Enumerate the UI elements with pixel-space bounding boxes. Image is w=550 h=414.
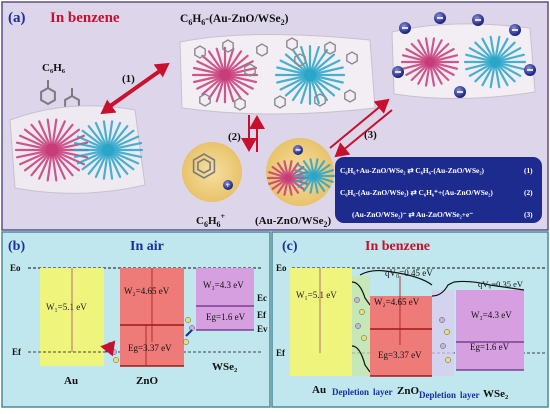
reaction-arrow-2: (2) — [228, 115, 265, 152]
benzene-label: C₆H₆ — [42, 62, 66, 74]
wse2-work-function-c: W₃=4.3 eV — [471, 310, 512, 320]
adsorbed-complex-label: C6H6-(Au-ZnO/WSe2) — [180, 13, 289, 27]
panel-b-label: (b) — [8, 239, 25, 254]
wse2-band-block — [196, 268, 254, 330]
au-label-c: Au — [312, 384, 326, 396]
depletion-layer-2-word2: layer — [460, 390, 480, 400]
step-1-label: (1) — [122, 73, 135, 85]
nanostructure-right — [391, 12, 536, 100]
barrier-height-1: qV₀=0.45 eV — [385, 268, 433, 278]
panel-a-label: (a) — [8, 10, 26, 26]
composite-particle — [266, 138, 336, 206]
zno-flower-left — [72, 120, 144, 180]
panel-b-title: In air — [130, 239, 164, 254]
fermi-level-label-c: Ef — [276, 348, 286, 358]
equation-1-number: (1) — [524, 166, 533, 175]
panel-a-title: In benzene — [50, 10, 120, 26]
reaction-arrow-3: (3) — [329, 98, 393, 158]
nanostructure-center — [179, 33, 376, 115]
cation-label: C6H6+ — [196, 212, 226, 229]
vacuum-level-label-c: Eo — [276, 263, 287, 273]
wse2-flower-left — [14, 118, 90, 182]
valence-band-label: Ev — [257, 324, 268, 334]
step-3-label: (3) — [364, 129, 377, 141]
equations-box: C₆H₆+Au-ZnO/WSe₂ ⇄ C₆H₆-(Au-ZnO/WSe₂) (1… — [335, 157, 542, 223]
au-work-function: W₁=5.1 eV — [46, 302, 87, 312]
panel-c-title: In benzene — [365, 239, 430, 254]
fermi-level-label: Ef — [12, 347, 22, 357]
wse2-fermi-label: Ef — [257, 310, 267, 320]
zno-band-block-c — [370, 296, 432, 376]
wse2-band-gap-c: Eg=1.6 eV — [470, 342, 510, 352]
panel-c-label: (c) — [282, 239, 298, 254]
equation-2: C₆H₆-(Au-ZnO/WSe₂) ⇄ C₆H₆⁺+(Au-ZnO/WSe₂) — [340, 188, 493, 197]
au-label: Au — [64, 375, 78, 387]
step-2-label: (2) — [228, 131, 241, 143]
au-band-block-c — [290, 268, 352, 376]
charge-carriers-c — [354, 297, 451, 363]
depletion-layer-1-word1: Depletion — [332, 387, 369, 397]
equation-3: (Au-ZnO/WSe₂)⁻ ⇄ Au-ZnO/WSe₂+e⁻ — [352, 210, 473, 219]
conduction-band-label: Ec — [257, 293, 267, 303]
equation-3-number: (3) — [524, 210, 533, 219]
equation-1: C₆H₆+Au-ZnO/WSe₂ ⇄ C₆H₆-(Au-ZnO/WSe₂) — [340, 166, 485, 175]
nanostructure-left — [9, 105, 146, 194]
wse2-label: WSe₂ — [212, 361, 238, 373]
reaction-arrow-1: (1) — [100, 62, 170, 115]
zno-band-gap-c: Eg=3.37 eV — [378, 350, 422, 360]
wse2-label-c: WSe₂ — [483, 388, 509, 400]
zno-work-function: W₂=4.65 eV — [124, 286, 170, 296]
au-work-function-c: W₁=5.1 eV — [296, 290, 337, 300]
depletion-layer-1-word2: layer — [373, 387, 393, 397]
composite-label: (Au-ZnO/WSe2) — [255, 215, 331, 229]
zno-label: ZnO — [136, 375, 158, 387]
vacuum-level-label: Eo — [10, 263, 21, 273]
zno-band-gap: Eg=3.37 eV — [128, 343, 172, 353]
depletion-layer-2-word1: Depletion — [419, 390, 456, 400]
wse2-band-block-c — [456, 290, 524, 370]
wse2-band-gap: Eg=1.6 eV — [206, 312, 246, 322]
equation-2-number: (2) — [524, 188, 533, 197]
svg-text:+: + — [226, 181, 231, 190]
benzene-cation: + — [182, 142, 242, 202]
zno-label-c: ZnO — [397, 385, 419, 397]
wse2-work-function: W₃=4.3 eV — [203, 280, 244, 290]
zno-work-function-c: W₂=4.65 eV — [374, 297, 420, 307]
barrier-height-2: qV₀=0.35 eV — [478, 279, 524, 289]
